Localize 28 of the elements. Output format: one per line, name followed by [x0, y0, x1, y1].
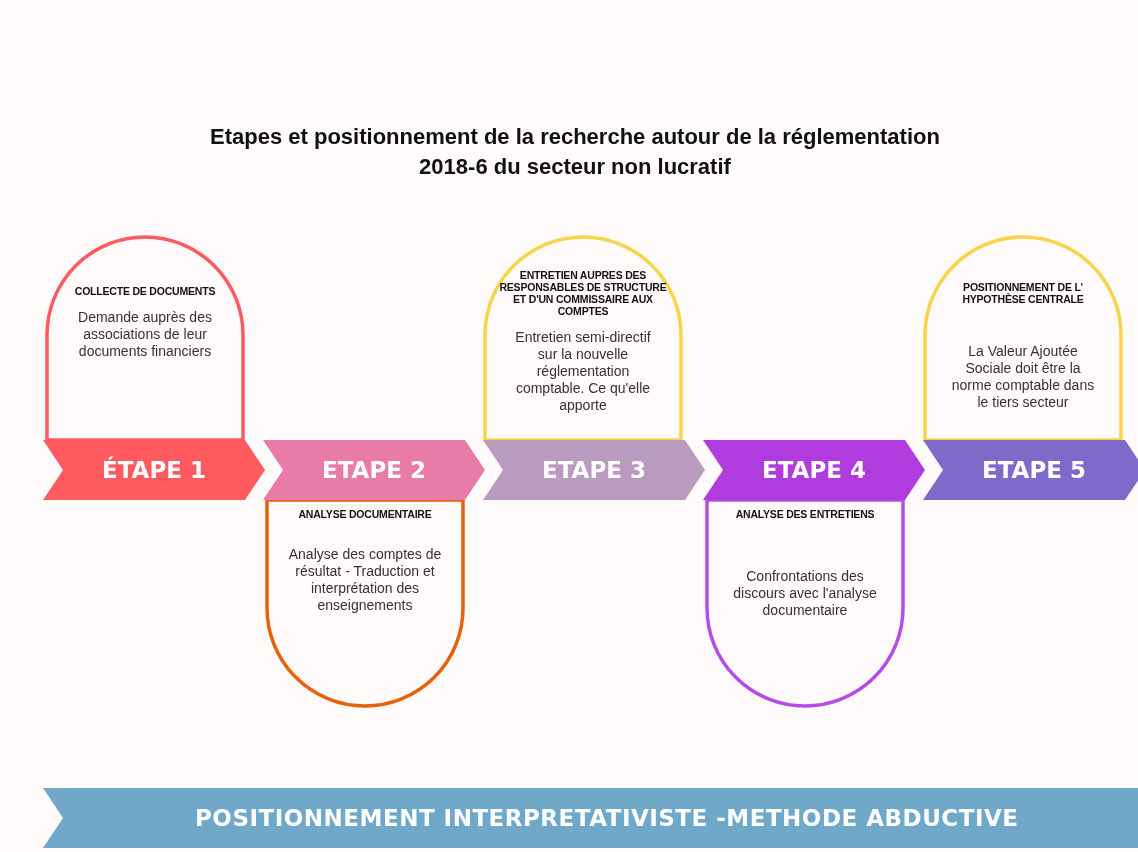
arch-card — [483, 235, 683, 442]
step-description: Analyse des comptes de résultat - Traduction et interprétation des enseignements — [287, 546, 443, 614]
step-band — [923, 440, 1138, 500]
step-label: ETAPE 4 — [762, 457, 866, 483]
arch-card — [265, 498, 465, 708]
arch-card — [923, 235, 1123, 442]
step-heading: ANALYSE DES ENTRETIENS — [735, 508, 875, 520]
step-description: La Valeur Ajoutée Sociale doit être la norme comptable dans le tiers secteur — [950, 343, 1096, 411]
step-heading: ENTRETIEN AUPRES DES RESPONSABLES DE STRUCTURE ET D'UN COMMISSAIRE AUX COMPTES — [498, 269, 668, 317]
step-band — [263, 440, 485, 500]
step-description: Confrontations des discours avec l'analyse documentaire — [732, 568, 878, 619]
arch-card — [45, 235, 245, 442]
step-label: ETAPE 3 — [542, 457, 646, 483]
step-band — [483, 440, 705, 500]
step-label: ÉTAPE 1 — [102, 457, 206, 483]
banner-band — [43, 788, 1138, 848]
title: Etapes et positionnement de la recherche autour de la réglementation 2018-6 du secteur non lucratif — [209, 123, 941, 181]
step-description: Demande auprès des associations de leur documents financiers — [77, 309, 213, 360]
step-band — [703, 440, 925, 500]
step-heading: ANALYSE DOCUMENTAIRE — [298, 508, 432, 520]
banner-label: POSITIONNEMENT INTERPRETATIVISTE -METHODE ABDUCTIVE — [195, 805, 1019, 831]
step-heading: POSITIONNEMENT DE L' HYPOTHÈSE CENTRALE — [961, 281, 1085, 305]
step-band — [43, 440, 265, 500]
step-heading: COLLECTE DE DOCUMENTS — [74, 285, 216, 297]
step-label: ETAPE 2 — [322, 457, 426, 483]
arch-card — [705, 498, 905, 708]
step-label: ETAPE 5 — [982, 457, 1086, 483]
step-description: Entretien semi-directif sur la nouvelle réglementation comptable. Ce qu'elle apporte — [514, 329, 652, 414]
